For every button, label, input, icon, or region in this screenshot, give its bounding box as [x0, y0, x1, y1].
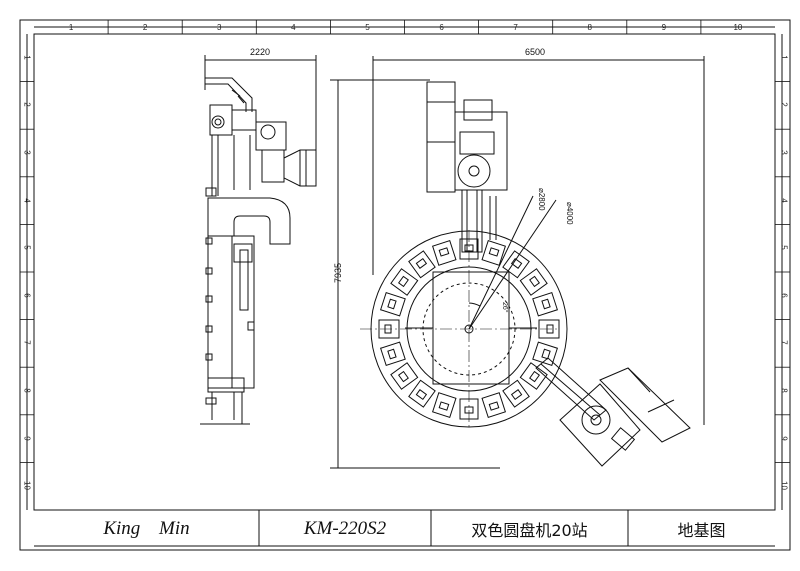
zone-col-label: 6 — [439, 23, 444, 32]
dim-plan-width: 6500 — [525, 47, 546, 57]
station-pallet — [519, 362, 548, 390]
zone-col-label: 2 — [142, 23, 148, 32]
zone-row-label-left: 2 — [22, 102, 32, 108]
zone-row-label-left: 3 — [22, 150, 32, 155]
zone-col-label: 3 — [217, 23, 222, 32]
station-pallet — [502, 250, 530, 279]
station-pallet — [481, 392, 507, 419]
zone-row-label-left: 10 — [22, 481, 32, 491]
zone-row-label-right: 9 — [779, 435, 789, 441]
title-model: KM-220S2 — [303, 518, 387, 539]
lower-right-cabinet — [599, 367, 691, 443]
dim-diameter-outer: ⌀4000 — [565, 202, 574, 225]
station-pallet — [481, 239, 507, 266]
zone-row-label-left: 6 — [22, 293, 32, 298]
station-pallet — [532, 291, 559, 317]
zone-row-label-left: 1 — [22, 55, 32, 60]
dim-angle: 26° — [501, 302, 508, 313]
zone-row-label-left: 4 — [22, 197, 32, 203]
center-frame — [432, 271, 510, 385]
zone-row-label-left: 8 — [22, 388, 32, 393]
station-pallet — [519, 268, 548, 296]
dim-side-width: 2220 — [250, 47, 271, 57]
dim-diameter-inner: ⌀2800 — [537, 188, 546, 211]
plan-view — [330, 56, 705, 469]
station-pallet — [538, 319, 560, 339]
title-drawing-title: 地基图 — [677, 521, 726, 540]
zone-row-label-right: 4 — [779, 197, 789, 203]
station-pallet — [502, 379, 530, 408]
station-pallet — [379, 291, 406, 317]
side-elevation-view — [200, 55, 317, 425]
zone-col-label: 10 — [733, 23, 743, 32]
zone-col-label: 1 — [68, 23, 74, 32]
station-pallet — [378, 319, 400, 339]
station-pallet — [408, 250, 436, 279]
zone-row-label-right: 2 — [779, 102, 789, 108]
zone-row-label-left: 7 — [22, 340, 32, 346]
inner-border — [33, 33, 776, 511]
zone-row-label-right: 8 — [779, 388, 789, 393]
zone-row-label-left: 5 — [22, 245, 32, 250]
zone-row-label-right: 3 — [779, 150, 789, 155]
dim-plan-height: 7935 — [333, 262, 344, 284]
zone-col-label: 8 — [587, 23, 592, 32]
station-pallet — [390, 362, 419, 390]
zone-col-label: 5 — [365, 23, 370, 32]
zone-col-label: 7 — [513, 23, 518, 32]
zone-row-label-left: 9 — [22, 435, 32, 441]
station-pallet — [379, 341, 406, 367]
zone-row-label-right: 6 — [779, 293, 789, 298]
zone-col-label: 9 — [661, 23, 667, 32]
zone-row-label-right: 5 — [779, 245, 789, 250]
zone-row-label-right: 1 — [779, 55, 789, 60]
top-unit-cabinet — [426, 81, 456, 193]
station-pallet — [390, 268, 419, 296]
title-machine-name: 双色圆盘机20站 — [471, 521, 588, 540]
station-pallet — [408, 379, 436, 408]
station-pallet — [431, 392, 457, 419]
zone-col-label: 4 — [291, 23, 296, 32]
outer-border — [19, 19, 791, 551]
title-company: King Min — [103, 518, 190, 539]
zone-row-label-right: 7 — [779, 340, 789, 346]
zone-row-label-right: 10 — [779, 481, 789, 491]
station-pallet — [532, 341, 559, 367]
station-pallet — [431, 239, 457, 266]
